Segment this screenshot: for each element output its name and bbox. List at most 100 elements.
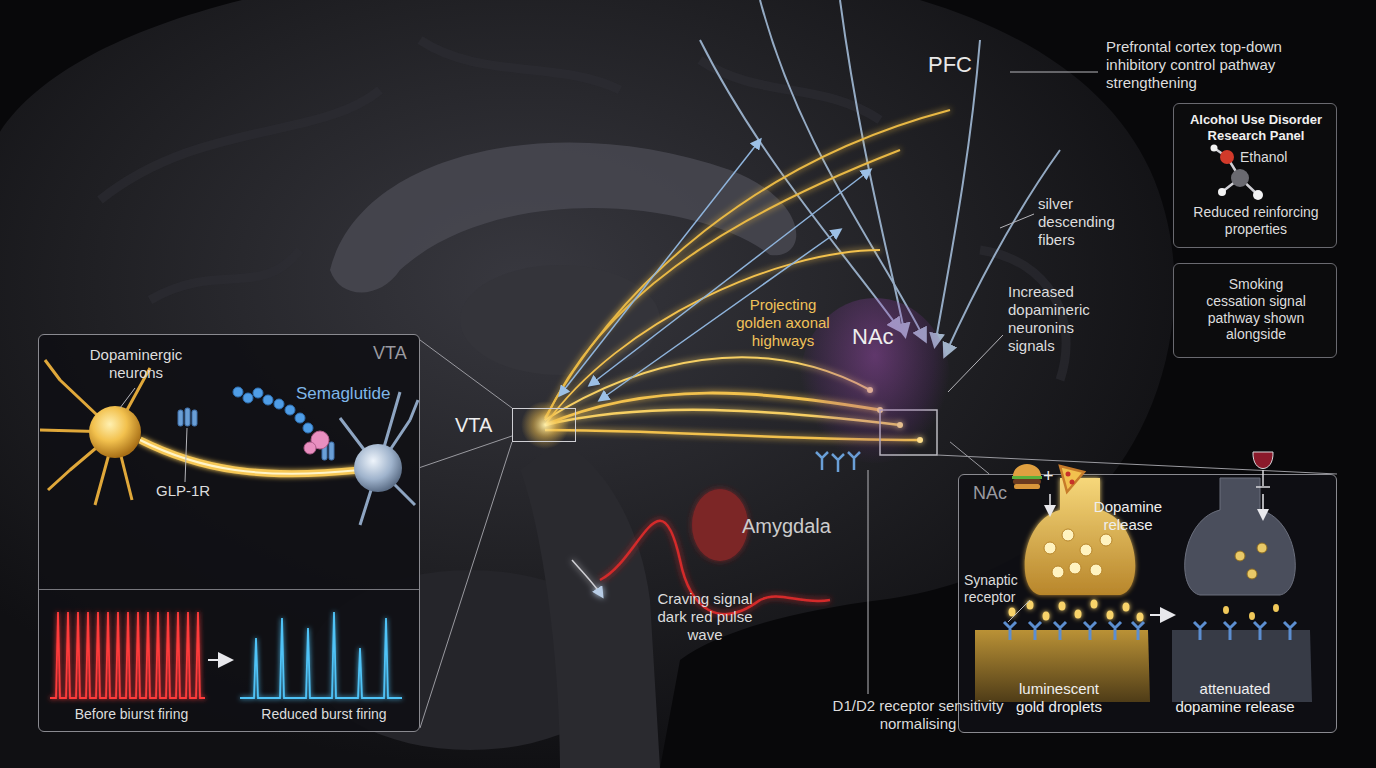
brain-silhouette bbox=[520, 440, 660, 768]
food-icon bbox=[1012, 464, 1084, 514]
amygdala-shape bbox=[692, 489, 748, 561]
active-synapse bbox=[1075, 610, 1082, 619]
feedback-arrows bbox=[560, 140, 760, 395]
food-icon bbox=[1066, 472, 1071, 477]
panel-text: Reduced reinforcing properties bbox=[1184, 204, 1328, 238]
glp1-receptor bbox=[329, 442, 334, 460]
ethanol-molecule bbox=[1218, 188, 1226, 196]
plus-sign: + bbox=[1043, 466, 1054, 488]
food-icon bbox=[1013, 479, 1041, 484]
firing-trace bbox=[50, 612, 205, 698]
zoom-line bbox=[420, 436, 512, 468]
ethanol-molecule bbox=[1214, 148, 1258, 195]
inset-leaders bbox=[120, 388, 135, 408]
annotation: Dopamine release bbox=[1088, 498, 1168, 534]
glp1-receptor bbox=[178, 410, 183, 426]
wine-icon bbox=[1262, 494, 1264, 518]
food-icon bbox=[1049, 494, 1051, 514]
annotation: Craving signal dark red pulse wave bbox=[654, 590, 756, 644]
active-synapse bbox=[1100, 534, 1112, 546]
leader-lines bbox=[948, 335, 1003, 392]
semaglutide-molecule bbox=[233, 387, 243, 397]
leader-lines bbox=[1000, 214, 1034, 228]
wine-icon bbox=[1256, 470, 1270, 487]
descending-fibers bbox=[760, 0, 925, 340]
active-synapse bbox=[1107, 611, 1114, 620]
brain-silhouette bbox=[330, 142, 796, 292]
annotation: Synaptic receptor bbox=[964, 572, 1039, 606]
semaglutide-molecule bbox=[263, 395, 273, 405]
inset-title: VTA bbox=[373, 343, 407, 365]
attenuated-synapse bbox=[1249, 612, 1255, 620]
active-synapse bbox=[1009, 600, 1144, 622]
attenuated-synapse bbox=[1257, 543, 1267, 553]
receptor-icons bbox=[832, 454, 844, 472]
glp1-receptor bbox=[178, 408, 334, 460]
active-synapse bbox=[1052, 566, 1064, 578]
semaglutide-molecule bbox=[253, 388, 263, 398]
dopamine-neuron bbox=[40, 360, 360, 505]
attenuated-synapse bbox=[1235, 543, 1267, 579]
region-label: NAc bbox=[852, 324, 894, 350]
ethanol-molecule bbox=[1211, 145, 1218, 152]
semaglutide-molecule bbox=[304, 442, 316, 454]
change-arrow bbox=[1150, 614, 1172, 616]
ethanol-molecule bbox=[1253, 190, 1263, 200]
semaglutide-molecule bbox=[311, 431, 329, 449]
leader-lines bbox=[868, 470, 869, 694]
amygdala-shape bbox=[692, 489, 748, 561]
annotation: Increased dopamineric neuronins signals bbox=[1008, 283, 1108, 355]
annotation: D1/D2 receptor sensitivity normalising bbox=[828, 697, 1008, 733]
ethanol-molecule bbox=[1231, 169, 1249, 187]
attenuated-synapse bbox=[1273, 604, 1279, 612]
inset-leaders bbox=[185, 428, 187, 482]
molecule-label: Semaglutide bbox=[296, 384, 391, 404]
zoom-lines bbox=[420, 442, 512, 728]
brain-silhouette bbox=[460, 265, 660, 375]
firing-trace bbox=[240, 612, 402, 698]
active-synapse bbox=[1004, 622, 1144, 640]
molecule-label: Ethanol bbox=[1240, 149, 1287, 166]
dopamine-neuron bbox=[89, 406, 141, 458]
active-synapse bbox=[1062, 529, 1074, 541]
panel-text: Smoking cessation signal pathway shown a… bbox=[1200, 276, 1312, 343]
food-icon bbox=[1070, 480, 1075, 485]
region-box: VTA bbox=[512, 408, 576, 442]
dopamine-neuron bbox=[40, 360, 150, 505]
firing-trace bbox=[50, 612, 402, 698]
region-label: PFC bbox=[928, 52, 972, 78]
inset-leaders bbox=[120, 388, 187, 482]
panel-title: Alcohol Use Disorder Research Panel bbox=[1174, 112, 1338, 143]
descending-fibers bbox=[935, 40, 980, 345]
active-synapse bbox=[1027, 601, 1034, 610]
region-label: Amygdala bbox=[742, 514, 831, 538]
annotation: Dopaminergic neurons bbox=[86, 346, 186, 382]
attenuated-synapse bbox=[1223, 606, 1229, 614]
leader-lines bbox=[1010, 72, 1098, 73]
active-synapse bbox=[1044, 542, 1056, 554]
zoom-line bbox=[950, 442, 989, 474]
trace-caption: Before biurst firing bbox=[49, 706, 214, 723]
attenuated-synapse bbox=[1247, 569, 1257, 579]
ethanol-molecule bbox=[1211, 145, 1264, 201]
ethanol-molecule bbox=[1220, 150, 1234, 164]
region-label: VTA bbox=[455, 413, 492, 437]
active-synapse bbox=[1137, 613, 1144, 622]
target-neuron bbox=[340, 392, 418, 525]
glp1-receptor bbox=[192, 410, 197, 426]
food-icon bbox=[1014, 484, 1040, 489]
active-synapse bbox=[1043, 612, 1050, 621]
inset-title: NAc bbox=[973, 483, 1007, 505]
food-icon bbox=[1013, 464, 1041, 476]
wine-icon bbox=[1253, 452, 1273, 469]
target-neuron bbox=[354, 444, 402, 492]
active-synapse bbox=[1059, 602, 1066, 611]
craving-wave bbox=[572, 560, 602, 596]
annotation: Projecting golden axonal highways bbox=[728, 296, 838, 350]
receptor-label: GLP-1R bbox=[156, 482, 210, 500]
active-synapse bbox=[1090, 564, 1102, 576]
trace-caption: Reduced burst firing bbox=[239, 706, 409, 723]
